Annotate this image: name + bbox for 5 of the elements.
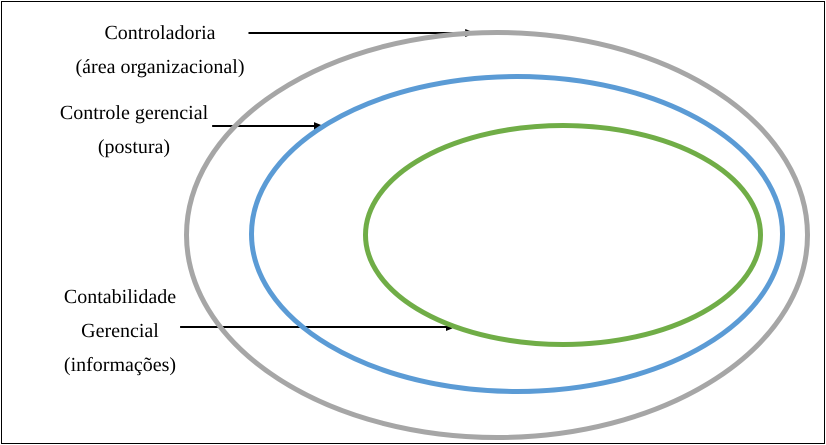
- label-text: Contabilidade Gerencial (informações): [64, 280, 176, 382]
- label-text: Controladoria (área organizacional): [76, 16, 244, 84]
- ellipse-ring: [249, 74, 785, 394]
- ellipse-ring: [363, 123, 763, 347]
- label-text: Controle gerencial (postura): [60, 96, 208, 164]
